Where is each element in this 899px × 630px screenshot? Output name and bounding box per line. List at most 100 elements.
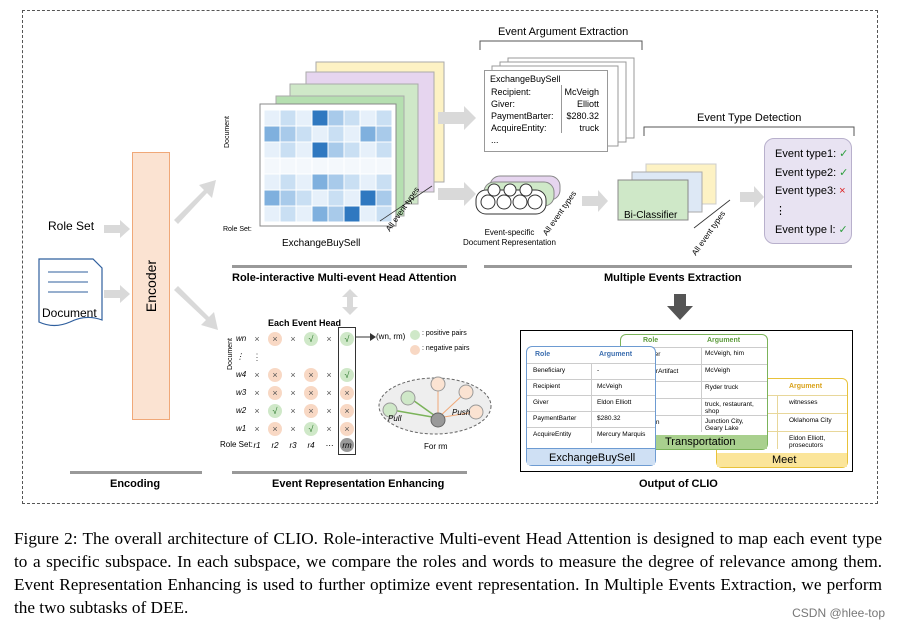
transport-row-line — [621, 415, 767, 433]
meet-row-line — [717, 431, 847, 450]
encoder-label: Encoder — [143, 259, 159, 313]
heatmap-cell — [295, 157, 313, 175]
etd-title: Event Type Detection — [697, 112, 802, 124]
to-etd-arrow — [740, 186, 764, 208]
meet-arg: Eldon Elliott, prosecutors — [789, 435, 826, 449]
heatmap-cell — [311, 189, 329, 207]
erh-row-label: w3 — [236, 388, 247, 397]
erh-cell: × — [290, 334, 296, 344]
meet-col-line — [777, 395, 778, 449]
vertical-double-arrow — [342, 289, 358, 315]
heatmap-cell — [295, 173, 313, 191]
exchange-role: Beneficiary — [533, 367, 566, 374]
transport-arg: McVeigh, him — [705, 350, 745, 357]
transport-arg: Ryder truck — [705, 384, 739, 391]
transport-label: Transportation — [665, 436, 736, 448]
erh-cell: × — [254, 370, 260, 380]
heatmap-cell — [311, 109, 329, 127]
etd-bracket — [643, 126, 855, 136]
erh-cell: × — [290, 406, 296, 416]
transport-bar — [621, 435, 767, 449]
erh-cell: × — [326, 406, 332, 416]
erh-cell: × — [290, 370, 296, 380]
heatmap-cell — [263, 109, 281, 127]
event-type-box: Event type1:✓Event type2:✓Event type3:×⋮… — [764, 138, 852, 244]
erh-cell: √ — [304, 332, 318, 346]
transport-arg-hdr: Argument — [707, 337, 741, 344]
event-type-item: Event type2:✓ — [775, 166, 848, 179]
exchange-arg: McVeigh — [597, 383, 622, 390]
erh-row-label: w4 — [236, 370, 247, 379]
erh-cell: × — [268, 422, 282, 436]
to-eae-arrows — [438, 106, 476, 206]
erh-cell: × — [254, 406, 260, 416]
bi-classifier-label: Bi-Classifier — [624, 210, 678, 221]
heatmap-cell — [359, 109, 377, 127]
erh-cell: × — [340, 404, 354, 418]
heatmap-cell — [295, 189, 313, 207]
role-set-label: Role Set — [48, 219, 95, 233]
event-type-item: Event type l:✓ — [775, 223, 848, 236]
heatmap-cell — [327, 141, 345, 159]
heatmap-cell — [359, 157, 377, 175]
heatmap-cell — [375, 157, 393, 175]
encoder-arrows — [174, 180, 218, 330]
exchange-role-hdr: Role — [535, 351, 551, 358]
event-type-label: ⋮ — [775, 205, 786, 217]
each-event-head: Each Event Head — [268, 318, 342, 328]
heatmap-cell — [295, 125, 313, 143]
transport-arg: Junction City, Geary Lake — [705, 418, 744, 432]
rimha-bar — [232, 265, 467, 268]
erh-cell: × — [326, 388, 332, 398]
contrastive-ellipse — [378, 376, 492, 435]
erh-cell: × — [304, 386, 318, 400]
negative-dot — [410, 345, 420, 355]
erh-cell: √ — [304, 422, 318, 436]
doc-rep-stack — [475, 175, 561, 215]
heatmap-cell — [327, 109, 345, 127]
positive-dot — [410, 330, 420, 340]
heatmap-cell — [327, 173, 345, 191]
heatmap-cell — [375, 173, 393, 191]
heatmap-cell — [359, 141, 377, 159]
rm-column-highlight — [338, 327, 356, 455]
exchange-role: AcquireEntity — [533, 431, 572, 438]
event-type-mark: × — [839, 185, 846, 197]
erh-row-label: w1 — [236, 424, 247, 433]
exchange-col-line — [591, 363, 592, 443]
exchange-bar — [527, 448, 655, 465]
output-frame — [520, 330, 853, 472]
transport-arg: truck, restaurant, shop — [705, 401, 754, 415]
event-type-item: Event type1:✓ — [775, 147, 848, 160]
down-arrow — [667, 294, 693, 320]
exchange-arg: $280.32 — [597, 415, 621, 422]
heatmap-cell — [279, 157, 297, 175]
transport-row-line — [621, 347, 767, 365]
event-type-mark: ✓ — [839, 167, 849, 179]
erh-row-label: ⋮ — [236, 352, 244, 361]
erh-col-label: ⋯ — [325, 440, 333, 450]
event-type-mark: ✓ — [839, 148, 849, 160]
heatmap-cell — [375, 205, 393, 223]
mee-title: Multiple Events Extraction — [604, 272, 742, 284]
heatmap-cell — [359, 205, 377, 223]
event-type-mark: ✓ — [838, 224, 848, 236]
meet-row-line — [717, 413, 847, 432]
heatmap-cell — [343, 109, 361, 127]
eae-value: truck — [579, 123, 599, 133]
eae-role: Recipient: — [491, 87, 532, 97]
encoding-bar — [70, 471, 202, 474]
heatmap-cell — [327, 189, 345, 207]
figure-caption: Figure 2: The overall architecture of CL… — [14, 529, 882, 617]
heatmap-cell — [343, 157, 361, 175]
erh-cell: √ — [340, 368, 354, 382]
heatmap-cell — [263, 141, 281, 159]
event-type-item: ⋮ — [775, 204, 789, 217]
erh-grid: wn×××√×√⋮⋮w4×××××√w3××××××w2×√××××w1×××√… — [220, 328, 360, 458]
doc-rep-label: Event-specific Document Representation — [463, 228, 556, 247]
erh-ylabel: Document — [227, 338, 234, 370]
erh-col-label: r1 — [253, 440, 261, 450]
eae-role: Giver: — [491, 99, 516, 109]
